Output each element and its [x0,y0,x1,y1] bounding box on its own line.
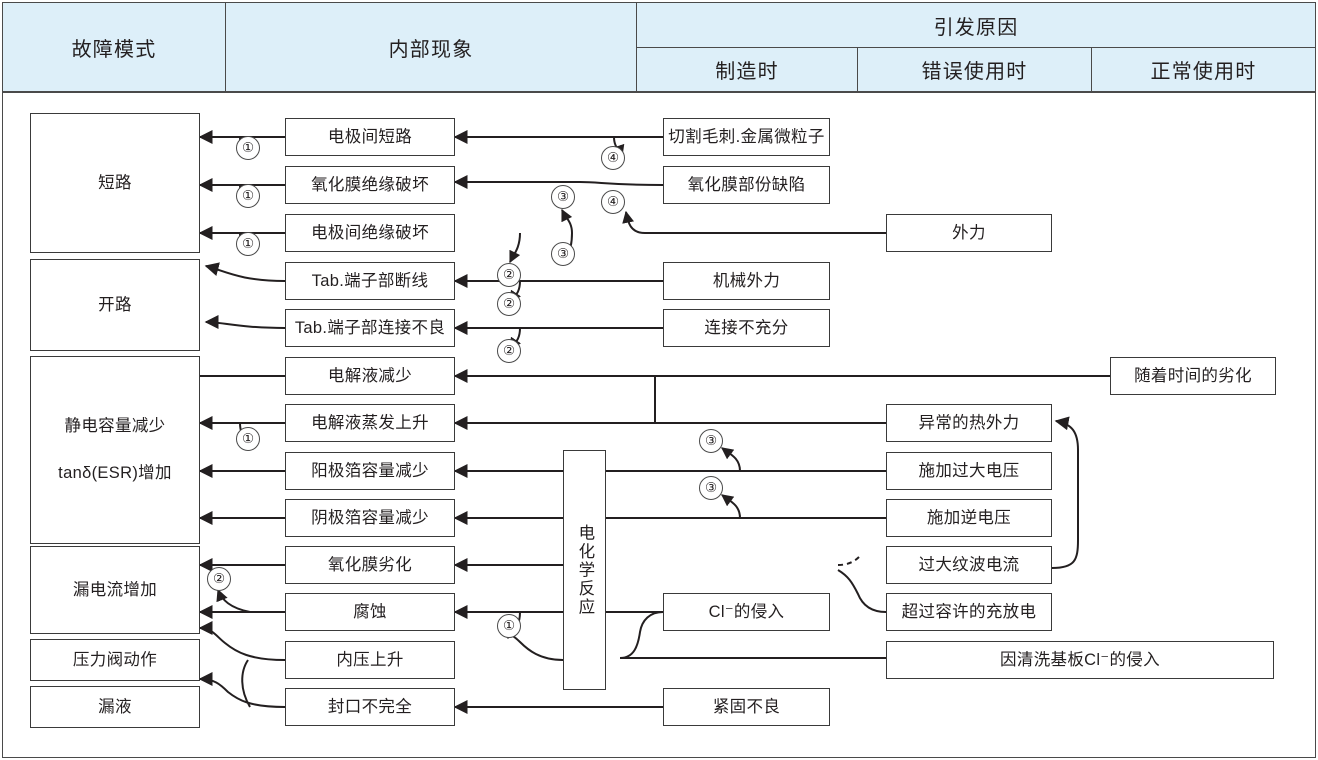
marker-m4: ② [497,263,521,287]
cause-manufacturing-mf2[interactable]: 氧化膜部份缺陷 [663,166,830,204]
failure-mode-open[interactable]: 开路 [30,259,200,351]
header-cause-manufacturing: 制造时 [636,47,858,92]
cause-manufacturing-mf1[interactable]: 切割毛刺.金属微粒子 [663,118,830,156]
failure-mode-capacitance[interactable]: 静电容量减少 tanδ(ESR)增加 [30,356,200,544]
failure-mode-short[interactable]: 短路 [30,113,200,253]
cause-misuse-ms3[interactable]: 施加过大电压 [886,452,1052,490]
marker-m15: ① [497,614,521,638]
internal-phenomenon-ip5[interactable]: Tab.端子部连接不良 [285,309,455,347]
failure-mode-capacitance-line1: 静电容量减少 [64,417,166,436]
header-failure-mode: 故障模式 [2,2,226,92]
marker-m5: ③ [551,242,575,266]
internal-phenomenon-ip8[interactable]: 阳极箔容量减少 [285,452,455,490]
failure-mode-pressure-valve[interactable]: 压力阀动作 [30,639,200,681]
marker-m7: ② [497,339,521,363]
internal-phenomenon-ip1[interactable]: 电极间短路 [285,118,455,156]
internal-phenomenon-ip9[interactable]: 阴极箔容量减少 [285,499,455,537]
cause-misuse-ms5[interactable]: 过大纹波电流 [886,546,1052,584]
header-internal-phenomenon: 内部现象 [225,2,637,92]
failure-mode-capacitance-line2: tanδ(ESR)增加 [58,464,172,482]
cause-misuse-ms1[interactable]: 外力 [886,214,1052,252]
cause-manufacturing-mf4[interactable]: 连接不充分 [663,309,830,347]
marker-m14: ② [207,567,231,591]
marker-m9: ④ [601,146,625,170]
marker-m8: ③ [551,185,575,209]
cause-normal-nm1[interactable]: 随着时间的劣化 [1110,357,1276,395]
marker-m1: ① [236,136,260,160]
cause-misuse-ms2[interactable]: 异常的热外力 [886,404,1052,442]
cause-misuse-ms4[interactable]: 施加逆电压 [886,499,1052,537]
failure-mode-liquid-leak[interactable]: 漏液 [30,686,200,728]
header-cause-misuse: 错误使用时 [857,47,1092,92]
internal-phenomenon-ip12[interactable]: 内压上升 [285,641,455,679]
marker-m10: ④ [601,190,625,214]
electrochemical-reaction-box[interactable]: 电化学反应 [563,450,606,690]
internal-phenomenon-ip10[interactable]: 氧化膜劣化 [285,546,455,584]
cause-manufacturing-mf3[interactable]: 机械外力 [663,262,830,300]
marker-m3: ① [236,232,260,256]
marker-m11: ① [236,427,260,451]
cause-misuse-ms6[interactable]: 超过容许的充放电 [886,593,1052,631]
marker-m6: ② [497,292,521,316]
marker-m13: ③ [699,476,723,500]
internal-phenomenon-ip3[interactable]: 电极间绝缘破坏 [285,214,455,252]
internal-phenomenon-ip7[interactable]: 电解液蒸发上升 [285,404,455,442]
internal-phenomenon-ip2[interactable]: 氧化膜绝缘破坏 [285,166,455,204]
failure-mode-leakage-current[interactable]: 漏电流增加 [30,546,200,634]
internal-phenomenon-ip13[interactable]: 封口不完全 [285,688,455,726]
internal-phenomenon-ip4[interactable]: Tab.端子部断线 [285,262,455,300]
header-cause-normal: 正常使用时 [1091,47,1316,92]
cause-misuse-ms7[interactable]: 因清洗基板Cl⁻的侵入 [886,641,1274,679]
internal-phenomenon-ip6[interactable]: 电解液减少 [285,357,455,395]
header-cause: 引发原因 [636,2,1316,48]
internal-phenomenon-ip11[interactable]: 腐蚀 [285,593,455,631]
marker-m12: ③ [699,429,723,453]
cause-manufacturing-mf5[interactable]: Cl⁻的侵入 [663,593,830,631]
marker-m2: ① [236,184,260,208]
electrochemical-reaction-label: 电化学反应 [575,523,594,617]
cause-manufacturing-mf6[interactable]: 紧固不良 [663,688,830,726]
